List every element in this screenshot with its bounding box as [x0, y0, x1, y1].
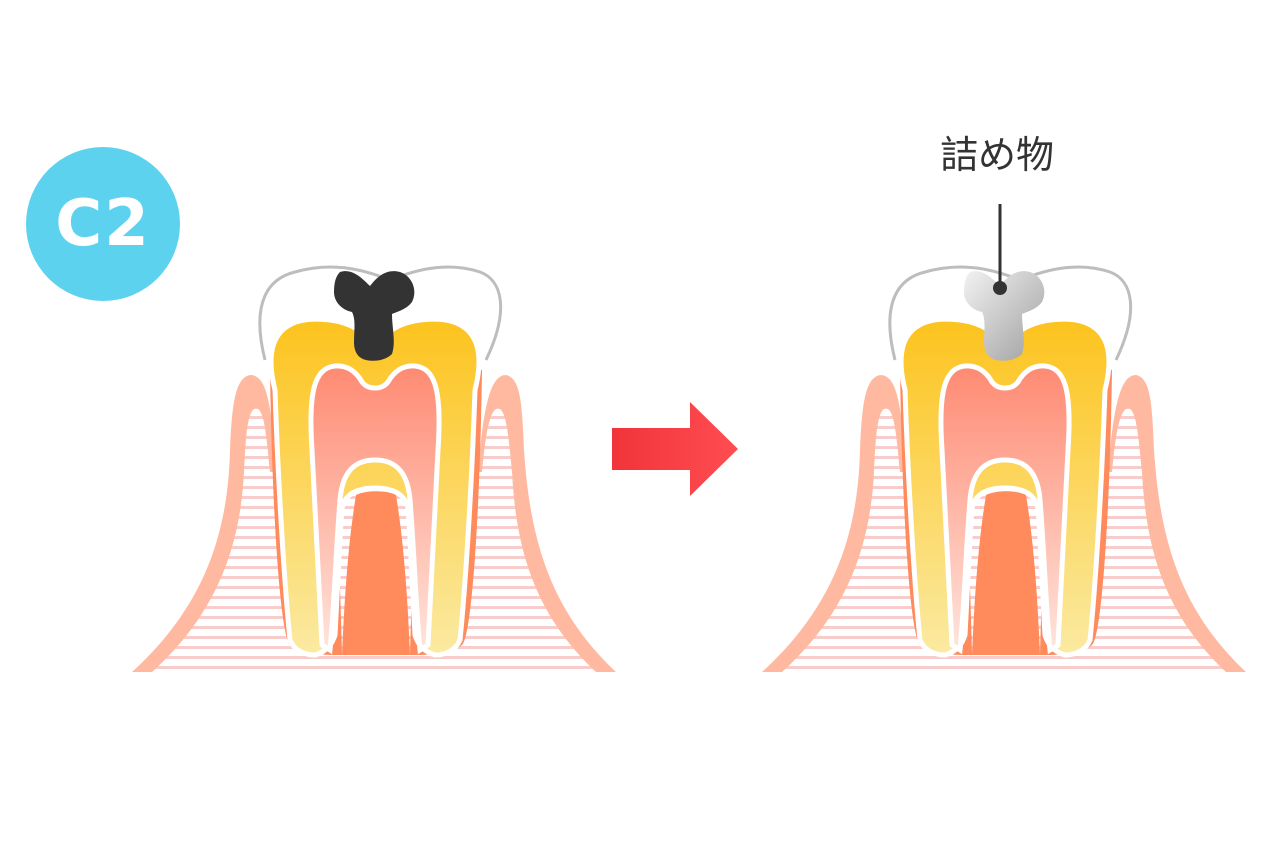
callout-pointer	[993, 204, 1007, 295]
tooth-with-caries	[132, 265, 616, 672]
tooth-with-filling	[762, 265, 1246, 672]
arrow-right-icon	[612, 402, 738, 496]
stage-badge-c2: C2	[26, 147, 180, 301]
pulp	[938, 363, 1072, 655]
callout-label: 詰め物	[939, 133, 1054, 177]
pulp	[308, 363, 442, 655]
caries-icon	[334, 271, 415, 361]
filling-icon	[964, 271, 1045, 361]
